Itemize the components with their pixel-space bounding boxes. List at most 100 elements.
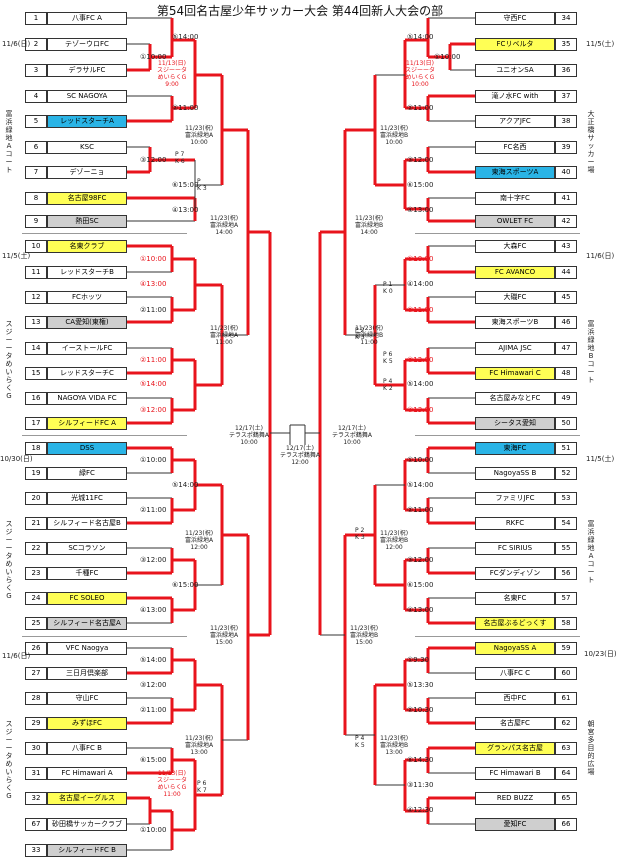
team-number: 54 xyxy=(555,517,577,530)
team-number: 17 xyxy=(25,417,47,430)
team-name: FC Himawari B xyxy=(475,767,555,780)
team-name: 名古屋イーグルス xyxy=(47,792,127,805)
match-note: 12/17(土) テラスポ鶴舞A 10:00 xyxy=(332,425,372,446)
team-number: 60 xyxy=(555,667,577,680)
pk-score: P 6 K 7 xyxy=(197,780,207,794)
match-time: ③12:00 xyxy=(407,156,434,164)
match-time: ⑥15:00 xyxy=(172,581,199,589)
match-note: 12/17(土) テラスポ鶴舞A 10:00 xyxy=(229,425,269,446)
team-name: 滝ノ水FC with xyxy=(475,90,555,103)
match-time: ①10:00 xyxy=(434,53,461,61)
team-number: 27 xyxy=(25,667,47,680)
match-note: 11/23(祝) 富浜緑地B 12:00 xyxy=(380,530,409,551)
team-number: 31 xyxy=(25,767,47,780)
team-name: 西中FC xyxy=(475,692,555,705)
team-name: 砂田橋サッカークラブ xyxy=(47,818,127,831)
team-name: 愛知FC xyxy=(475,818,555,831)
team-number: 25 xyxy=(25,617,47,630)
team-name: RED BUZZ xyxy=(475,792,555,805)
team-number: 12 xyxy=(25,291,47,304)
team-number: 67 xyxy=(25,818,47,831)
venue-name-l3: スジーータめいらくG xyxy=(5,520,13,600)
team-number: 59 xyxy=(555,642,577,655)
match-note: 12/17(土) テラスポ鶴舞A 12:00 xyxy=(280,445,320,466)
team-number: 3 xyxy=(25,64,47,77)
team-number: 33 xyxy=(25,844,47,857)
team-number: 48 xyxy=(555,367,577,380)
team-name: FCダンディゾン xyxy=(475,567,555,580)
team-name: NagoyaSS B xyxy=(475,467,555,480)
match-note: 11/23(祝) 富浜緑地B 15:00 xyxy=(350,625,379,646)
team-name: FC AVANCO xyxy=(475,266,555,279)
team-name: 南十字FC xyxy=(475,192,555,205)
match-time: ⑥15:00 xyxy=(172,181,199,189)
match-time: ②11:00 xyxy=(140,356,167,364)
venue-date-r1: 11/5(土) xyxy=(586,40,615,48)
team-name: AJIMA JSC xyxy=(475,342,555,355)
match-time: ⑥15:00 xyxy=(140,756,167,764)
match-time: ②11:00 xyxy=(140,706,167,714)
venue-date-l4: 11/6(日) xyxy=(2,652,31,660)
match-time: ①10:00 xyxy=(407,456,434,464)
match-note: 11/13(日) スジーータ めいらくG 9:00 xyxy=(157,60,188,88)
match-note: 11/23(祝) 富浜緑地B 11:00 xyxy=(355,325,384,346)
team-name: 東海スポーツA xyxy=(475,166,555,179)
team-number: 37 xyxy=(555,90,577,103)
venue-name-r1: 大正橋サッカー場 xyxy=(587,110,595,174)
venue-date-l1: 11/6(日) xyxy=(2,40,31,48)
section-divider xyxy=(22,233,187,234)
match-time: ④13:00 xyxy=(407,606,434,614)
team-name: 名古屋FC xyxy=(475,717,555,730)
match-time: ⑤14:00 xyxy=(407,33,434,41)
match-time: ②11:00 xyxy=(172,104,199,112)
team-name: シルフィード名古屋B xyxy=(47,517,127,530)
team-number: 30 xyxy=(25,742,47,755)
team-name: FCリベルタ xyxy=(475,38,555,51)
match-note: 11/23(祝) 富浜緑地A 12:00 xyxy=(185,530,214,551)
team-number: 57 xyxy=(555,592,577,605)
match-note: 11/23(祝) 富浜緑地B 13:00 xyxy=(380,735,409,756)
team-name: FCホッツ xyxy=(47,291,127,304)
team-name: レッドスターチA xyxy=(47,115,127,128)
match-time: ①9:30 xyxy=(407,656,429,664)
match-note: 11/13(日) スジーータ めいらくG 10:00 xyxy=(405,60,436,88)
team-name: FC Himawari A xyxy=(47,767,127,780)
team-number: 50 xyxy=(555,417,577,430)
team-name: 守山FC xyxy=(47,692,127,705)
team-number: 9 xyxy=(25,215,47,228)
section-divider xyxy=(22,435,187,436)
match-note: 11/13(日) スジーータ めいらくG 11:00 xyxy=(157,770,188,798)
team-number: 58 xyxy=(555,617,577,630)
team-name: 八事FC A xyxy=(47,12,127,25)
venue-name-r4: 朝宮多目的広場 xyxy=(587,720,595,776)
team-number: 66 xyxy=(555,818,577,831)
team-name: テゾーウロFC xyxy=(47,38,127,51)
pk-score: P 7 K 6 xyxy=(175,151,185,165)
pk-score: P 1 K 0 xyxy=(383,281,393,295)
match-time: ③11:30 xyxy=(407,781,434,789)
match-note: 11/23(祝) 富浜緑地A 13:00 xyxy=(185,735,214,756)
team-number: 41 xyxy=(555,192,577,205)
match-time: ③12:00 xyxy=(407,556,434,564)
section-divider xyxy=(415,435,580,436)
team-number: 47 xyxy=(555,342,577,355)
team-number: 7 xyxy=(25,166,47,179)
team-number: 36 xyxy=(555,64,577,77)
team-name: FC SOLEO xyxy=(47,592,127,605)
team-number: 22 xyxy=(25,542,47,555)
team-number: 55 xyxy=(555,542,577,555)
venue-name-r2: 富浜緑地Bコート xyxy=(587,320,595,384)
team-name: ユニオンSA xyxy=(475,64,555,77)
team-number: 52 xyxy=(555,467,577,480)
venue-name-l1: 富浜緑地Aコート xyxy=(5,110,13,174)
team-number: 10 xyxy=(25,240,47,253)
team-number: 23 xyxy=(25,567,47,580)
match-time: ⑥15:00 xyxy=(407,181,434,189)
team-name: 八事FC C xyxy=(475,667,555,680)
team-number: 16 xyxy=(25,392,47,405)
team-number: 11 xyxy=(25,266,47,279)
team-number: 15 xyxy=(25,367,47,380)
team-number: 45 xyxy=(555,291,577,304)
match-time: ⑤14:00 xyxy=(172,481,199,489)
match-time: ②11:00 xyxy=(140,306,167,314)
